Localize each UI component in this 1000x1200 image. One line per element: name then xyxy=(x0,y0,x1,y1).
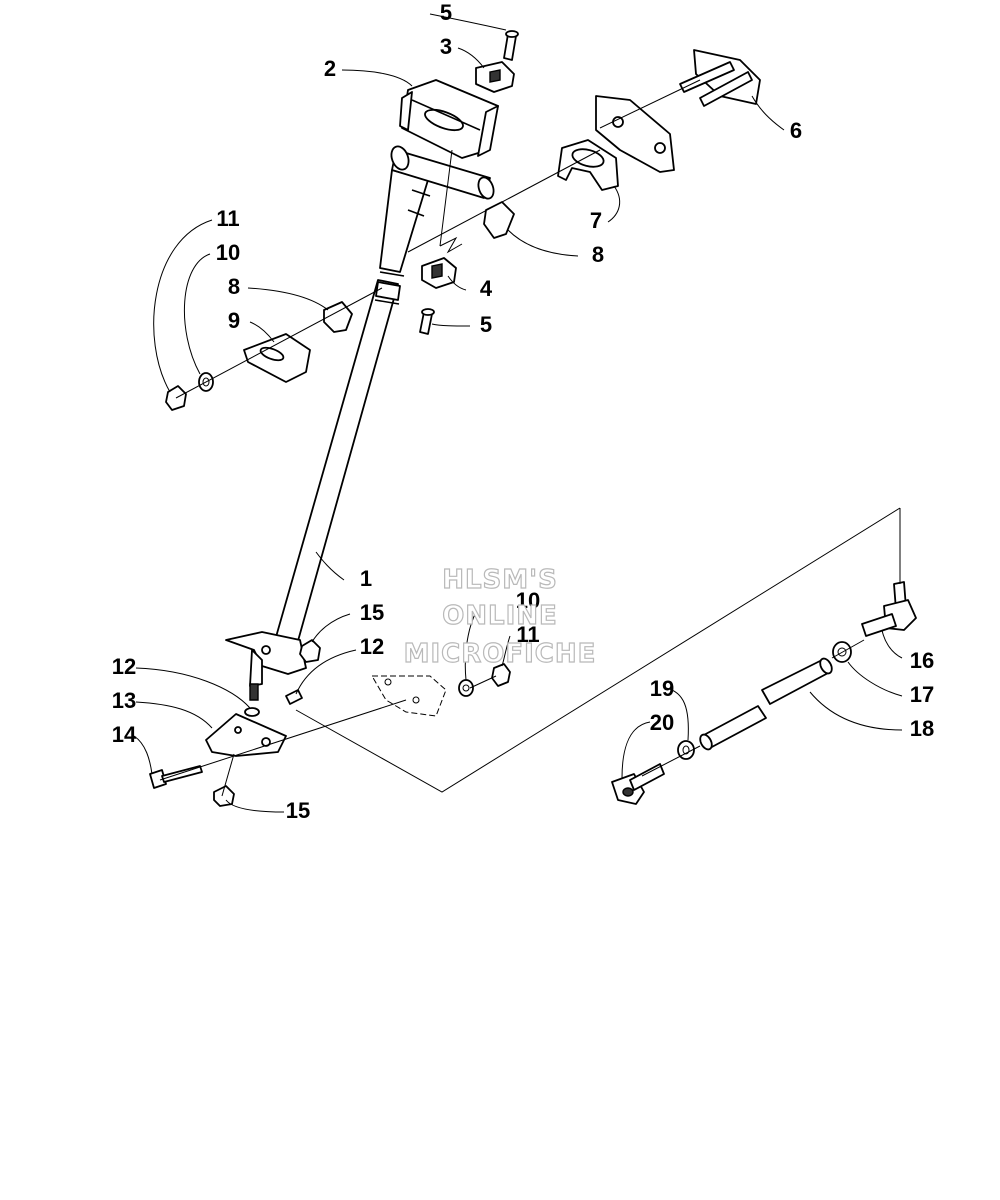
callout-9: 9 xyxy=(228,308,240,333)
part-bushing-housing xyxy=(557,139,619,191)
part-upper-clamp xyxy=(475,61,515,93)
callout-16: 16 xyxy=(910,648,934,673)
callout-14: 14 xyxy=(112,722,137,747)
callout-10-center: 10 xyxy=(516,588,540,613)
part-cotter-pin-right xyxy=(285,689,303,705)
assembly-lines xyxy=(159,79,901,797)
callout-8-right: 8 xyxy=(592,242,604,267)
part-bolt-lower xyxy=(419,308,435,335)
callout-3: 3 xyxy=(440,34,452,59)
part-nut-post xyxy=(299,639,321,663)
callout-18: 18 xyxy=(910,716,934,741)
parts-drawing xyxy=(149,30,917,807)
callout-1: 1 xyxy=(360,566,372,591)
callout-15-post: 15 xyxy=(360,600,384,625)
watermark-line-2: ONLINE xyxy=(442,601,558,631)
part-bushing-right xyxy=(483,201,515,239)
leader-lines xyxy=(133,13,903,813)
part-jam-nut-inner xyxy=(677,740,695,760)
part-bolt-top xyxy=(503,30,519,61)
part-handlebar-bracket xyxy=(399,79,499,159)
callout-7: 7 xyxy=(590,208,602,233)
watermark: HLSM'S ONLINE MICROFICHE xyxy=(403,564,597,669)
callout-10-left: 10 xyxy=(216,240,240,265)
callout-15-arm: 15 xyxy=(286,798,310,823)
part-mounting-plate xyxy=(595,49,761,173)
part-tie-rod-end-inner xyxy=(611,763,665,805)
callout-5-top: 5 xyxy=(440,0,452,25)
callout-12-center: 12 xyxy=(360,634,384,659)
part-tie-rod-end-outer xyxy=(861,581,917,637)
callout-11-center: 11 xyxy=(516,622,539,647)
callout-11-left: 11 xyxy=(216,206,239,231)
watermark-line-1: HLSM'S xyxy=(442,565,558,595)
part-tie-rod xyxy=(699,657,833,751)
callout-2: 2 xyxy=(324,56,336,81)
part-nut-arm xyxy=(213,785,235,807)
callout-12-left: 12 xyxy=(112,654,136,679)
part-steering-post xyxy=(225,145,495,701)
callout-labels: 1 2 3 4 5 5 6 7 8 8 9 10 10 11 11 12 12 … xyxy=(112,0,934,823)
part-steering-arm xyxy=(205,713,287,757)
part-lower-clamp xyxy=(421,257,457,289)
callout-4: 4 xyxy=(480,276,493,301)
part-bushing-left xyxy=(323,301,353,333)
frame-reference xyxy=(371,675,447,717)
callout-8-left: 8 xyxy=(228,274,240,299)
callout-13: 13 xyxy=(112,688,136,713)
part-cotter-pin-left xyxy=(244,707,260,717)
callout-6: 6 xyxy=(790,118,802,143)
callout-20: 20 xyxy=(650,710,674,735)
callout-5-lower: 5 xyxy=(480,312,492,337)
watermark-line-3: MICROFICHE xyxy=(404,639,597,669)
callout-19: 19 xyxy=(650,676,674,701)
callout-17: 17 xyxy=(910,682,934,707)
part-lower-holder xyxy=(243,333,311,383)
